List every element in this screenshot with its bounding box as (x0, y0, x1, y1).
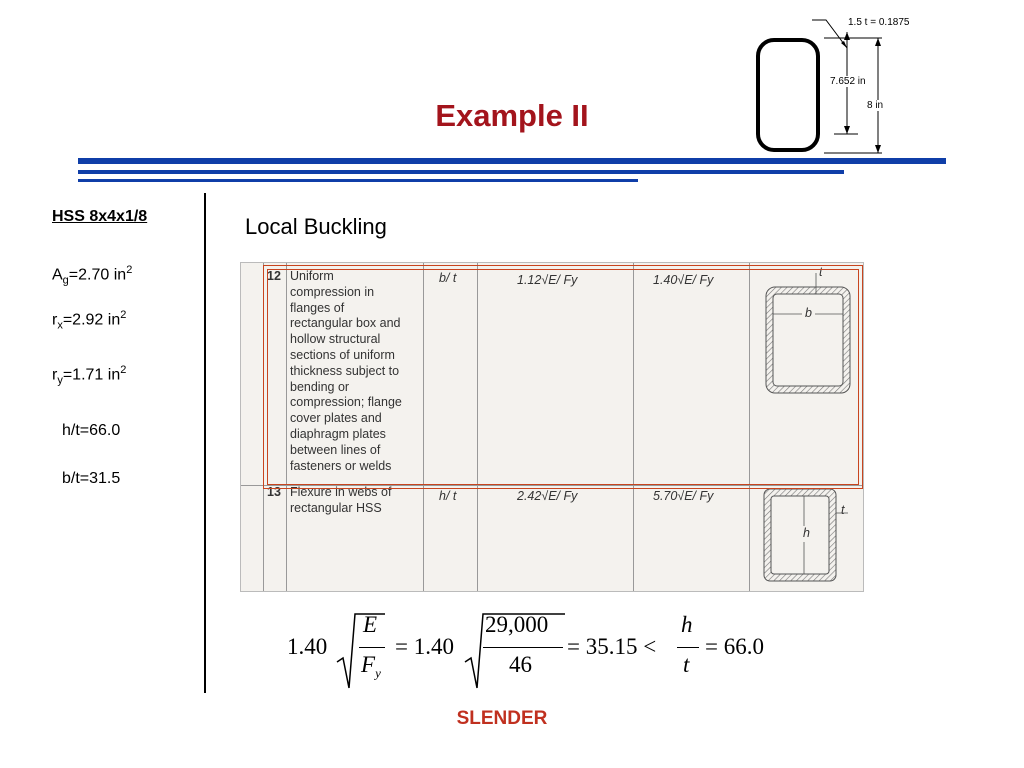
fig-label-t: t (819, 265, 823, 279)
coefficient: 1.40 (287, 634, 328, 659)
header-rule-3 (78, 179, 638, 182)
equals-term: = 35.15 < (567, 634, 657, 659)
section-name: HSS 8x4x1/8 (52, 208, 148, 225)
outer-height-label: 8 in (867, 100, 884, 111)
fraction-numerator: h (681, 612, 693, 637)
hss-outline (756, 38, 820, 152)
hss-section-diagram (756, 19, 882, 154)
gross-area: Ag=2.70 in2 (52, 264, 133, 287)
slenderness-equation: 1.40 E Fy = 1.40 29,000 46 = 35.15 < h t… (285, 608, 795, 692)
ratio: h/ t (439, 489, 457, 503)
fraction-denominator: t (683, 652, 690, 677)
lambda-r: 5.70√E/ Fy (653, 489, 714, 503)
header-rule-1 (78, 158, 946, 164)
equals-term: = 1.40 (395, 634, 454, 659)
radical-1 (336, 613, 385, 689)
ratio: b/ t (439, 271, 457, 285)
conclusion-label: SLENDER (456, 708, 548, 729)
section-subtitle: Local Buckling (245, 214, 387, 239)
fig-label-t: t (841, 503, 845, 517)
radius-x: rx=2.92 in2 (52, 309, 127, 332)
case-description: Flexure in webs of rectangular HSS (290, 485, 392, 515)
fig-label-h: h (801, 526, 812, 542)
thickness-leader (812, 19, 848, 49)
slide-title: Example II (435, 98, 589, 133)
fraction-numerator: 29,000 (485, 612, 549, 637)
equals-term: = 66.0 (705, 634, 764, 659)
hss-web-figure (763, 488, 848, 582)
fraction-numerator: E (363, 612, 378, 637)
b-over-t: b/t=31.5 (62, 470, 121, 487)
radical-2 (464, 613, 565, 689)
box-section-figure (765, 273, 851, 394)
inner-height-label: 7.652 in (830, 76, 866, 87)
lambda-p: 1.12√E/ Fy (517, 273, 578, 287)
header-rule-2 (78, 170, 844, 174)
lambda-r: 1.40√E/ Fy (653, 273, 714, 287)
fig-label-b: b (802, 306, 815, 322)
radius-y: ry=1.71 in2 (52, 364, 127, 387)
lambda-p: 2.42√E/ Fy (517, 489, 578, 503)
h-over-t: h/t=66.0 (62, 422, 121, 439)
width-thickness-table: 12 Uniform compression in flanges of rec… (240, 262, 864, 592)
highlight-box-inner (267, 269, 859, 485)
case-number: 12 (267, 269, 281, 283)
fraction-denominator: 46 (509, 652, 532, 677)
column-divider (204, 193, 206, 693)
fraction-denominator: Fy (361, 652, 381, 681)
highlight-box-outer (263, 265, 863, 489)
case-description: Uniform compression in flanges of rectan… (290, 269, 402, 473)
thickness-label: 1.5 t = 0.1875 (848, 17, 910, 28)
